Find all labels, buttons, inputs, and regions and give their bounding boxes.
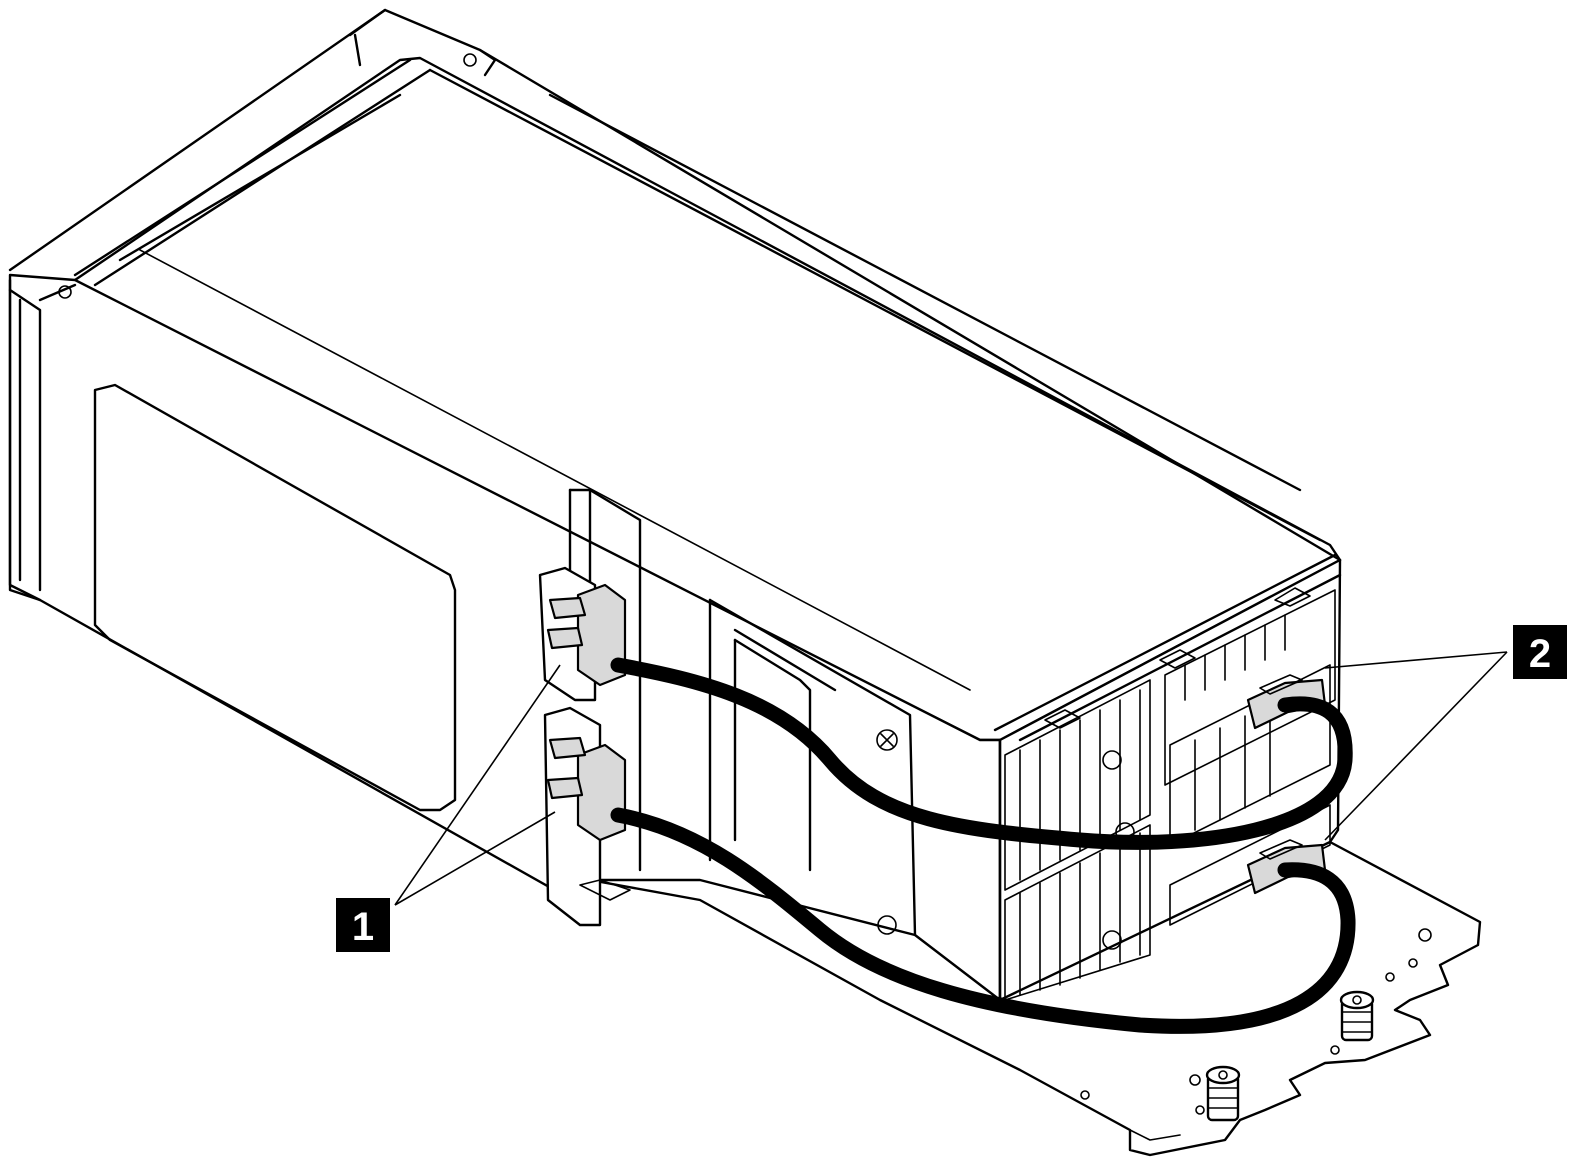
cable-upper	[610, 657, 1353, 850]
callout-1-label: 1	[352, 905, 374, 949]
thumbscrew-icon[interactable]	[1339, 990, 1375, 1042]
callout-2: 2	[1513, 625, 1567, 679]
riser-cage	[8, 8, 1342, 1002]
callout-2-label: 2	[1529, 632, 1551, 676]
callout-leaders	[394, 651, 1508, 906]
thumbscrew-icon[interactable]	[1205, 1065, 1241, 1122]
callout-1: 1	[336, 898, 390, 952]
vent-grille	[1004, 804, 1331, 1001]
cable-lower	[610, 807, 1356, 1034]
